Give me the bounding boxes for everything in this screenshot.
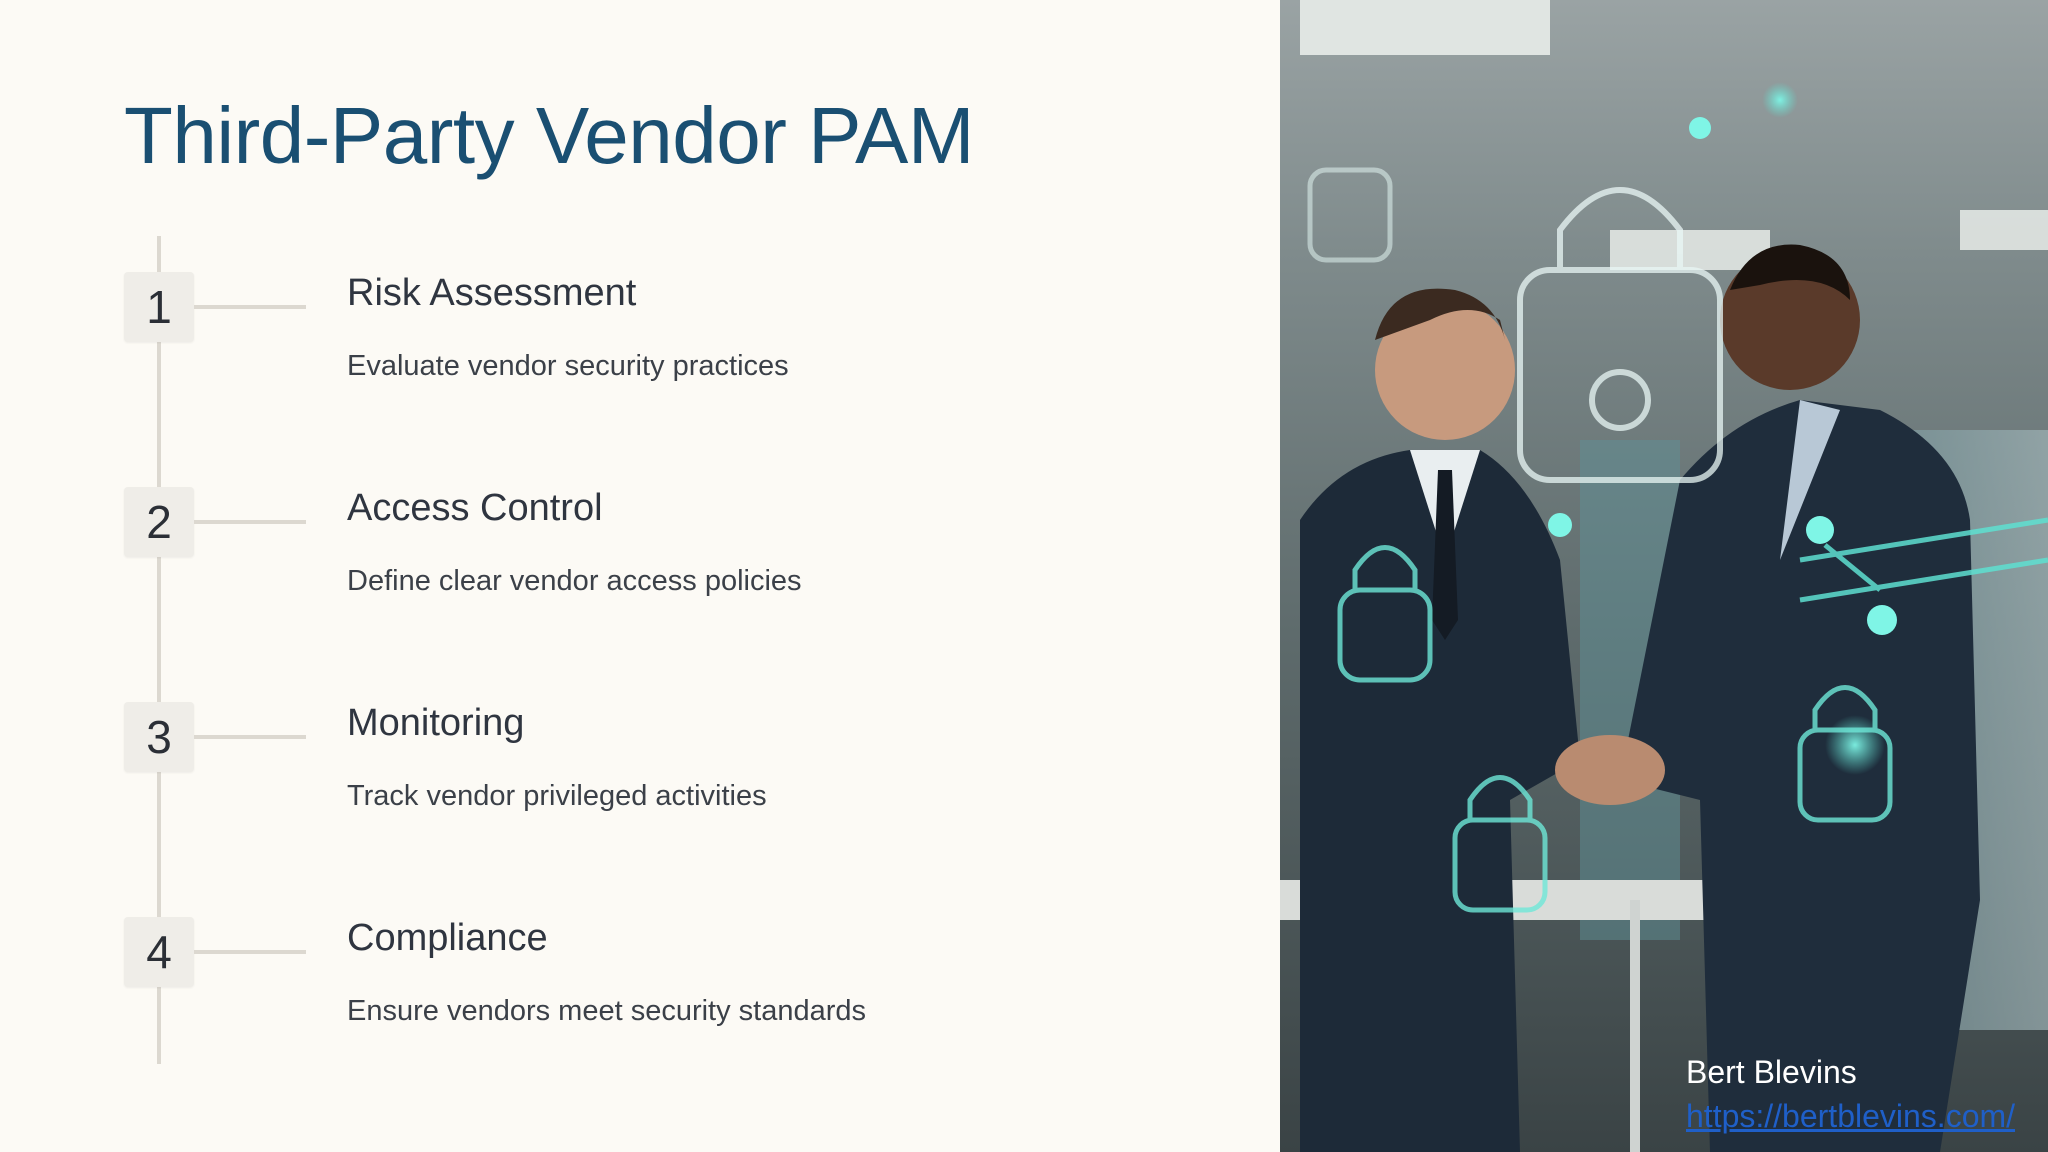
- handshake-security-illustration: [1280, 0, 2048, 1152]
- step-title: Compliance: [347, 917, 548, 959]
- slide-title: Third-Party Vendor PAM: [124, 91, 975, 180]
- timeline-step-1: 1 Risk Assessment Evaluate vendor securi…: [0, 236, 1280, 386]
- step-number-badge: 3: [124, 702, 194, 772]
- step-description: Evaluate vendor security practices: [347, 350, 789, 382]
- step-number-badge: 2: [124, 487, 194, 557]
- timeline-line: [157, 236, 161, 1064]
- step-number-badge: 1: [124, 272, 194, 342]
- timeline-step-2: 2 Access Control Define clear vendor acc…: [0, 451, 1280, 601]
- step-number-badge: 4: [124, 917, 194, 987]
- step-title: Monitoring: [347, 702, 525, 744]
- hero-image: [1280, 0, 2048, 1152]
- step-connector: [194, 735, 306, 739]
- step-description: Define clear vendor access policies: [347, 565, 802, 597]
- step-connector: [194, 305, 306, 309]
- timeline-step-4: 4 Compliance Ensure vendors meet securit…: [0, 881, 1280, 1031]
- step-title: Access Control: [347, 487, 603, 529]
- step-description: Track vendor privileged activities: [347, 780, 767, 812]
- step-connector: [194, 950, 306, 954]
- content-panel: Third-Party Vendor PAM 1 Risk Assessment…: [0, 91, 1280, 1064]
- step-description: Ensure vendors meet security standards: [347, 995, 867, 1027]
- timeline-step-3: 3 Monitoring Track vendor privileged act…: [0, 666, 1280, 816]
- author-website-link[interactable]: https://bertblevins.com/: [1686, 1098, 2016, 1134]
- step-title: Risk Assessment: [347, 272, 637, 314]
- author-name: Bert Blevins: [1686, 1054, 1857, 1090]
- step-connector: [194, 520, 306, 524]
